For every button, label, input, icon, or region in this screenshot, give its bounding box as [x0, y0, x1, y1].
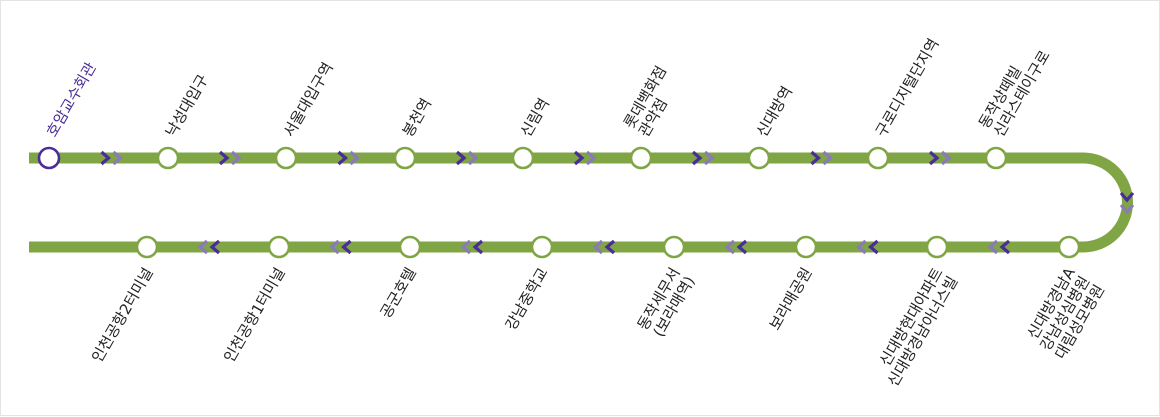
station-label: 보라매공원	[766, 265, 816, 334]
direction-arrow	[573, 150, 597, 166]
direction-arrow	[810, 150, 833, 166]
direction-arrow	[987, 239, 1011, 255]
direction-arrow	[592, 239, 616, 255]
direction-arrow	[197, 239, 221, 255]
station-name: 구로디지털단지역	[872, 35, 943, 140]
station-label: 호암교수회관	[43, 59, 100, 140]
direction-arrow	[460, 239, 484, 255]
direction-arrow	[724, 239, 748, 255]
station-marker[interactable]	[794, 235, 818, 259]
station-marker-current[interactable]	[37, 146, 61, 170]
station-label: 동작세무서(보라매역)	[634, 265, 699, 340]
station-marker[interactable]	[511, 146, 535, 170]
station-name: 공군호텔	[377, 265, 420, 322]
direction-arrow	[856, 239, 879, 255]
direction-arrow	[337, 150, 360, 166]
station-label: 인천공항1터미널	[220, 265, 289, 366]
station-marker[interactable]	[925, 235, 949, 259]
station-marker[interactable]	[393, 146, 417, 170]
direction-arrow	[455, 150, 479, 166]
station-name: 호암교수회관	[43, 59, 100, 140]
station-marker[interactable]	[662, 235, 686, 259]
station-name: 신대방역	[753, 83, 796, 140]
direction-arrow	[691, 150, 715, 166]
station-label: 서울대입구역	[280, 59, 337, 140]
station-marker[interactable]	[984, 146, 1008, 170]
station-marker[interactable]	[274, 146, 298, 170]
station-marker[interactable]	[530, 235, 554, 259]
direction-arrow	[329, 239, 352, 255]
direction-arrow	[928, 150, 952, 166]
station-marker[interactable]	[398, 235, 422, 259]
station-marker[interactable]	[747, 146, 771, 170]
station-name: 신림역	[517, 95, 553, 140]
direction-arrow	[1119, 191, 1135, 215]
station-name: 인천공항2터미널	[88, 265, 157, 366]
station-name: 보라매공원	[766, 265, 816, 334]
station-label: 신대방역	[753, 83, 796, 140]
station-label: 봉천역	[399, 95, 435, 140]
station-label: 신림역	[517, 95, 553, 140]
station-name: 낙성대입구	[162, 71, 212, 140]
station-marker[interactable]	[866, 146, 890, 170]
station-name: 서울대입구역	[280, 59, 337, 140]
route-line	[29, 152, 1133, 253]
station-label: 구로디지털단지역	[872, 35, 943, 140]
station-label: 강남중학교	[502, 265, 552, 334]
station-label: 낙성대입구	[162, 71, 212, 140]
station-name: 강남중학교	[502, 265, 552, 334]
direction-arrow	[218, 150, 242, 166]
station-marker[interactable]	[1057, 235, 1081, 259]
station-marker[interactable]	[629, 146, 653, 170]
station-marker[interactable]	[267, 235, 291, 259]
station-name: 봉천역	[399, 95, 435, 140]
station-label: 인천공항2터미널	[88, 265, 157, 366]
station-marker[interactable]	[135, 235, 159, 259]
station-marker[interactable]	[156, 146, 180, 170]
direction-arrow	[100, 150, 123, 166]
station-label: 공군호텔	[377, 265, 420, 322]
station-name: 인천공항1터미널	[220, 265, 289, 366]
